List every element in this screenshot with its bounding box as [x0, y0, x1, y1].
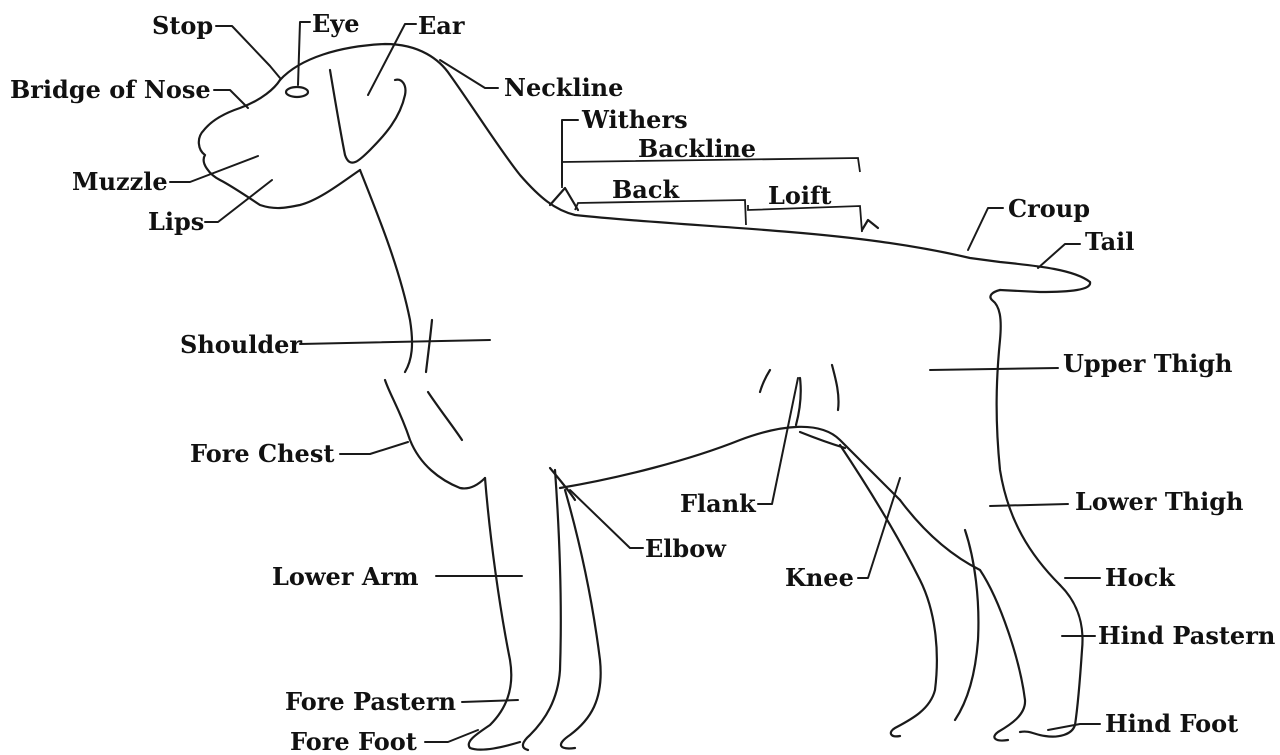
- label-lower-arm: Lower Arm: [272, 562, 418, 591]
- labels: Stop Eye Ear Bridge of Nose Neckline Wit…: [10, 9, 1275, 755]
- elbow-detail: [550, 468, 575, 500]
- elbow-leader: [570, 490, 643, 548]
- flank-detail-3: [832, 365, 839, 410]
- label-tail: Tail: [1085, 227, 1134, 256]
- lower-thigh-leader: [990, 504, 1068, 506]
- tail-outline: [990, 290, 1060, 585]
- label-hind-pastern: Hind Pastern: [1098, 621, 1275, 650]
- hind-rear-outline: [1020, 585, 1083, 737]
- label-lips: Lips: [148, 207, 204, 236]
- flank-detail-1: [760, 370, 770, 392]
- label-neckline: Neckline: [504, 73, 623, 102]
- label-flank: Flank: [680, 489, 757, 518]
- label-croup: Croup: [1008, 194, 1090, 223]
- label-shoulder: Shoulder: [180, 330, 302, 359]
- flank-leader: [758, 378, 798, 504]
- label-muzzle: Muzzle: [72, 167, 168, 196]
- label-knee: Knee: [785, 563, 854, 592]
- eye-shape: [286, 87, 308, 97]
- label-elbow: Elbow: [645, 534, 727, 563]
- fore-chest-outline: [385, 380, 485, 488]
- label-backline: Backline: [638, 134, 756, 163]
- croup-notch: [862, 220, 878, 230]
- upper-thigh-leader: [930, 368, 1058, 370]
- bridge-leader: [214, 90, 248, 108]
- stop-leader: [216, 26, 280, 78]
- label-stop: Stop: [152, 11, 213, 40]
- front-leg-near-outline: [469, 478, 520, 750]
- label-withers: Withers: [581, 105, 688, 134]
- withers-leader: [562, 120, 578, 185]
- label-loift: Loift: [768, 181, 831, 210]
- ear-leader: [368, 24, 416, 95]
- front-leg-far-outline: [561, 490, 601, 748]
- label-fore-foot: Fore Foot: [290, 727, 417, 755]
- label-fore-pastern: Fore Pastern: [285, 687, 456, 716]
- lips-leader: [205, 180, 272, 222]
- label-fore-chest: Fore Chest: [190, 439, 334, 468]
- label-lower-thigh: Lower Thigh: [1075, 487, 1243, 516]
- ear-outline: [330, 70, 405, 163]
- fore-pastern-leader: [462, 700, 518, 702]
- label-back: Back: [612, 175, 680, 204]
- croup-leader: [968, 208, 1003, 250]
- label-hind-foot: Hind Foot: [1105, 709, 1238, 738]
- muzzle-leader: [170, 156, 258, 182]
- label-upper-thigh: Upper Thigh: [1063, 349, 1232, 378]
- label-eye: Eye: [312, 9, 360, 38]
- shoulder-detail-1: [426, 320, 432, 372]
- label-hock: Hock: [1105, 563, 1176, 592]
- tail-leader: [1038, 244, 1080, 268]
- label-ear: Ear: [418, 11, 465, 40]
- front-leg-near-back-outline: [523, 470, 561, 750]
- shoulder-leader: [300, 340, 490, 344]
- shoulder-detail-2: [428, 392, 462, 440]
- label-bridge-of-nose: Bridge of Nose: [10, 75, 211, 104]
- fore-chest-leader: [340, 442, 408, 454]
- eye-leader: [298, 22, 310, 85]
- flank-detail-4: [800, 432, 845, 448]
